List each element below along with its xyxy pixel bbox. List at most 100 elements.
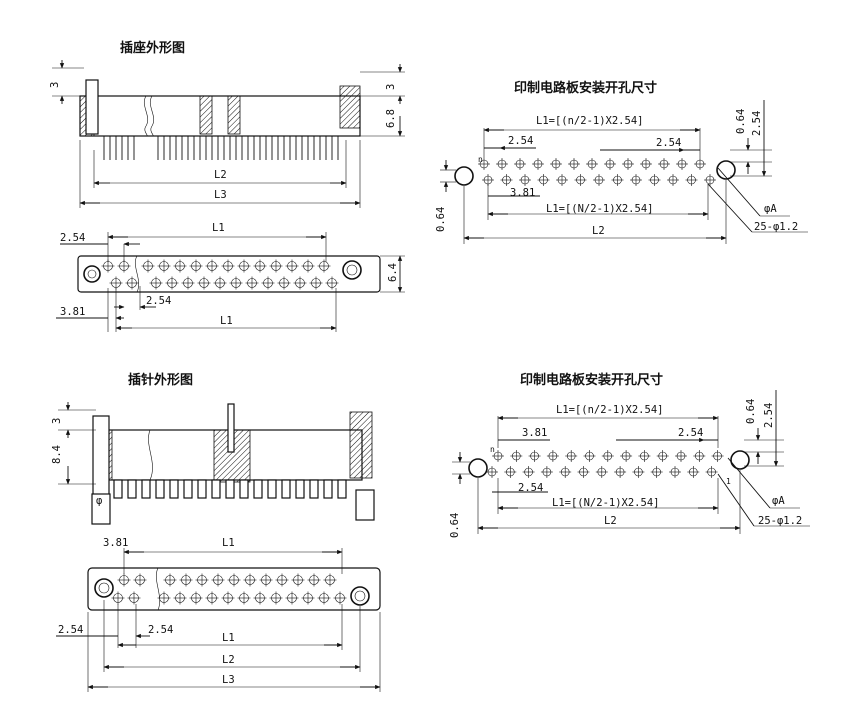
plug-left-mount-hole (94, 578, 114, 598)
plug-right-guide (355, 489, 375, 521)
plug-pin-tooth (141, 479, 151, 499)
plug-top-break (156, 567, 160, 611)
pcb-a-hole-spec: 25-φ1.2 (754, 221, 798, 233)
socket-top-view: L1 2.54 6.4 2.54 3.81 L1 (56, 222, 405, 332)
plug-right-mount-hole (350, 586, 370, 606)
pcb-b-l2: L2 (604, 515, 617, 527)
socket-l3: L3 (214, 189, 227, 201)
socket-mid-hatch-2 (227, 95, 241, 135)
plug-mid-pin (227, 403, 235, 453)
pcb-a-l1-bottom: L1=[(N/2-1)X2.54] (546, 203, 653, 215)
plug-pin-tooth (281, 479, 291, 499)
socket-side-view: 3 3 6.8 L2 L3 (49, 60, 405, 208)
plug-top-l1: L1 (222, 537, 235, 549)
pcb-a-v-right-2: 2.54 (751, 111, 763, 136)
plug-left-guide (91, 493, 111, 525)
socket-mid-hatch-1 (199, 95, 213, 135)
pcb-a-pitch-right: 2.54 (656, 137, 681, 149)
socket-height-right-top: 3 (385, 84, 397, 90)
plug-pin-row (113, 479, 347, 499)
plug-pin-tooth (155, 479, 165, 499)
plug-pin-tooth (183, 479, 193, 499)
pcb-a-v-right-1: 0.64 (735, 109, 747, 134)
pcb-a-row-pitch: 3.81 (510, 187, 535, 199)
socket-height-right: 6.8 (385, 109, 397, 128)
socket-left-mount-hole (83, 265, 101, 283)
plug-height-top: 3 (51, 418, 63, 424)
plug-row-pitch: 3.81 (103, 537, 128, 549)
pcb-b-l1-bottom: L1=[(N/2-1)X2.54] (552, 497, 659, 509)
plug-pin-tooth (323, 479, 333, 499)
plug-height-left: 8.4 (51, 445, 63, 464)
pcb-a-l1-top: L1=[(n/2-1)X2.54] (536, 115, 643, 127)
plug-mid-pitch: 2.54 (148, 624, 173, 636)
plug-bottom-l1: L1 (222, 632, 235, 644)
pcb-b-l1-top: L1=[(n/2-1)X2.54] (556, 404, 663, 416)
pcb-b-pin-n: n (490, 445, 495, 454)
pcb-a-title: 印制电路板安装开孔尺寸 (514, 80, 657, 96)
plug-top-view: L1 3.81 2.54 2.54 L1 L2 L3 (56, 537, 381, 692)
socket-left-post (85, 79, 99, 135)
socket-section: 插座外形图 3 3 6.8 (49, 40, 405, 332)
pcb-b-v-right-1: 0.64 (745, 399, 757, 424)
plug-pin-tooth (225, 479, 235, 499)
pcb-a-right-mount (716, 160, 736, 180)
socket-l2: L2 (214, 169, 227, 181)
plug-section: 插针外形图 φ 3 8.4 (51, 372, 381, 692)
plug-pin-tooth (337, 479, 347, 499)
plug-l3: L3 (222, 674, 235, 686)
pcb-a-v-left: 0.64 (435, 207, 447, 232)
plug-break-line (148, 429, 153, 481)
plug-l2: L2 (222, 654, 235, 666)
socket-break-line (144, 95, 148, 137)
pcb-b-section: 印制电路板安装开孔尺寸 n 1 L1=[(n/2-1)X2.54] 3.81 2… (449, 372, 810, 538)
pcb-b-pin-1: 1 (726, 477, 731, 486)
pcb-a-phi-a: φA (764, 203, 777, 215)
pcb-b-pitch-left: 3.81 (522, 427, 547, 439)
pcb-a-pitch-left: 2.54 (508, 135, 533, 147)
pcb-b-holes (486, 450, 724, 478)
pcb-a-l2: L2 (592, 225, 605, 237)
pcb-b-title: 印制电路板安装开孔尺寸 (520, 372, 663, 388)
plug-left-post (92, 415, 110, 499)
socket-right-hatch (339, 85, 361, 129)
socket-right-mount-hole (342, 260, 362, 280)
pcb-a-left-mount (454, 166, 474, 186)
pcb-b-pitch-right: 2.54 (678, 427, 703, 439)
socket-bottom-pitch: 2.54 (146, 295, 171, 307)
pcb-b-row-pitch: 2.54 (518, 482, 543, 494)
pcb-b-phi-a: φA (772, 495, 785, 507)
socket-body (79, 95, 361, 137)
pcb-b-hole-spec: 25-φ1.2 (758, 515, 802, 527)
plug-pin-tooth (169, 479, 179, 499)
socket-height-top: 3 (49, 82, 61, 88)
plug-pin-tooth (253, 479, 263, 499)
pcb-a-holes (478, 158, 716, 186)
plug-pin-tooth (309, 479, 319, 499)
plug-right-hatch (349, 411, 373, 479)
plug-top-body (87, 567, 381, 611)
socket-title: 插座外形图 (120, 40, 185, 56)
pcb-b-v-right-2: 2.54 (763, 403, 775, 428)
pcb-b-v-left: 0.64 (449, 513, 461, 538)
plug-pin-tooth (113, 479, 123, 499)
plug-side-view: φ 3 8.4 (51, 402, 375, 525)
pcb-b-left-mount (468, 458, 488, 478)
plug-pin-tooth (239, 479, 249, 499)
plug-pin-tooth (127, 479, 137, 499)
socket-pins (103, 136, 339, 160)
pcb-b-right-mount (730, 450, 750, 470)
plug-pin-tooth (267, 479, 277, 499)
socket-top-pitch: 2.54 (60, 232, 85, 244)
plug-title: 插针外形图 (128, 372, 193, 388)
plug-pin-tooth (295, 479, 305, 499)
socket-top-l1: L1 (212, 222, 225, 234)
plug-top-holes (111, 573, 347, 605)
socket-bottom-l1: L1 (220, 315, 233, 327)
plug-guide-mark: φ (96, 495, 102, 507)
plug-left-pitch: 2.54 (58, 624, 83, 636)
socket-row-pitch: 3.81 (60, 306, 85, 318)
socket-top-break (135, 255, 139, 293)
plug-pin-tooth (211, 479, 221, 499)
